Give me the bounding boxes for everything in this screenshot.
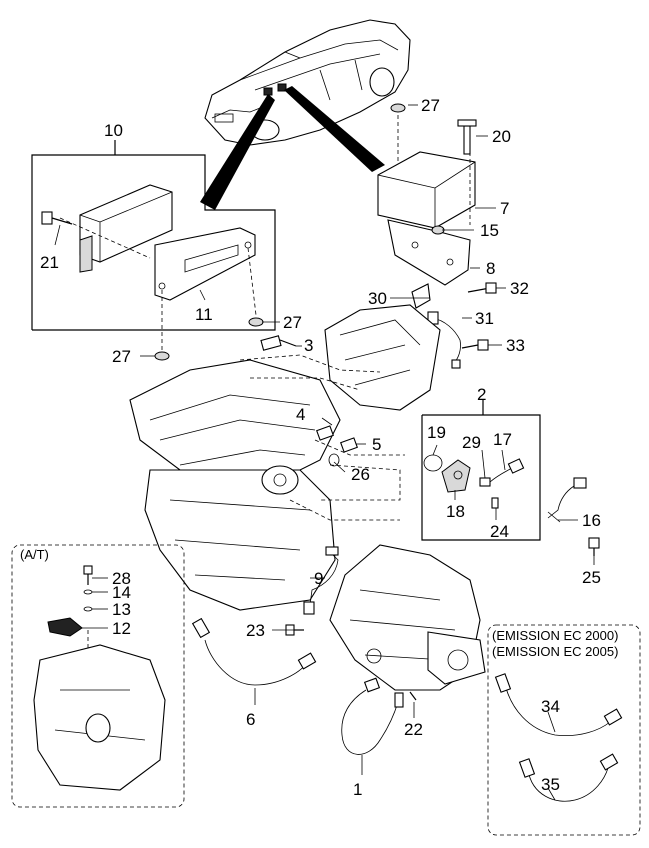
label-part-10: 10: [104, 121, 123, 140]
emission-box-title-1: (EMISSION EC 2000): [492, 628, 618, 643]
label-part-22: 22: [404, 720, 423, 739]
label-part-29: 29: [462, 433, 481, 452]
transmission: [329, 544, 486, 691]
car-illustration: [204, 19, 411, 146]
label-part-15: 15: [480, 221, 499, 240]
label-part-28: 28: [112, 569, 131, 588]
label-part-14: 14: [112, 583, 131, 602]
label-part-17: 17: [493, 430, 512, 449]
leader-lines: [54, 104, 595, 801]
oxygen-sensor-6: [191, 617, 317, 686]
label-part-5: 5: [372, 435, 381, 454]
label-part-21: 21: [40, 253, 59, 272]
label-part-25: 25: [582, 568, 601, 587]
label-part-32: 32: [510, 279, 529, 298]
label-part-9: 9: [314, 569, 323, 588]
label-part-30: 30: [368, 289, 387, 308]
ecu-box-10: [31, 140, 276, 361]
at-box: [11, 544, 185, 808]
label-part-31: 31: [475, 309, 494, 328]
label-part-1: 1: [353, 780, 362, 799]
label-part-16: 16: [582, 511, 601, 530]
label-part-23: 23: [246, 621, 265, 640]
label-part-13: 13: [112, 600, 131, 619]
oxygen-sensor-1: [341, 677, 417, 755]
label-part-2: 2: [477, 385, 486, 404]
label-part-12: 12: [112, 619, 131, 638]
label-part-27-top: 27: [421, 96, 440, 115]
label-part-35: 35: [541, 775, 560, 794]
label-part-19: 19: [427, 423, 446, 442]
label-part-4: 4: [296, 405, 305, 424]
label-part-7: 7: [500, 199, 509, 218]
label-part-26: 26: [351, 465, 370, 484]
label-part-34: 34: [541, 697, 560, 716]
leader-strip-left: [200, 94, 275, 210]
emission-box-title-2: (EMISSION EC 2005): [492, 644, 618, 659]
label-part-20: 20: [492, 127, 511, 146]
label-part-24: 24: [490, 522, 509, 541]
box-2: [421, 400, 541, 541]
at-box-title: (A/T): [20, 547, 49, 562]
engine-block: [129, 304, 441, 636]
label-part-18: 18: [446, 502, 465, 521]
label-part-6: 6: [246, 710, 255, 729]
leader-strip-right: [284, 86, 385, 172]
label-part-33: 33: [506, 336, 525, 355]
label-part-27-left: 27: [112, 347, 131, 366]
label-part-27-right: 27: [283, 313, 302, 332]
module-7-assembly: [377, 103, 497, 369]
label-part-8: 8: [486, 259, 495, 278]
emission-box: [487, 624, 641, 836]
label-part-3: 3: [304, 336, 313, 355]
label-part-11: 11: [195, 305, 213, 324]
